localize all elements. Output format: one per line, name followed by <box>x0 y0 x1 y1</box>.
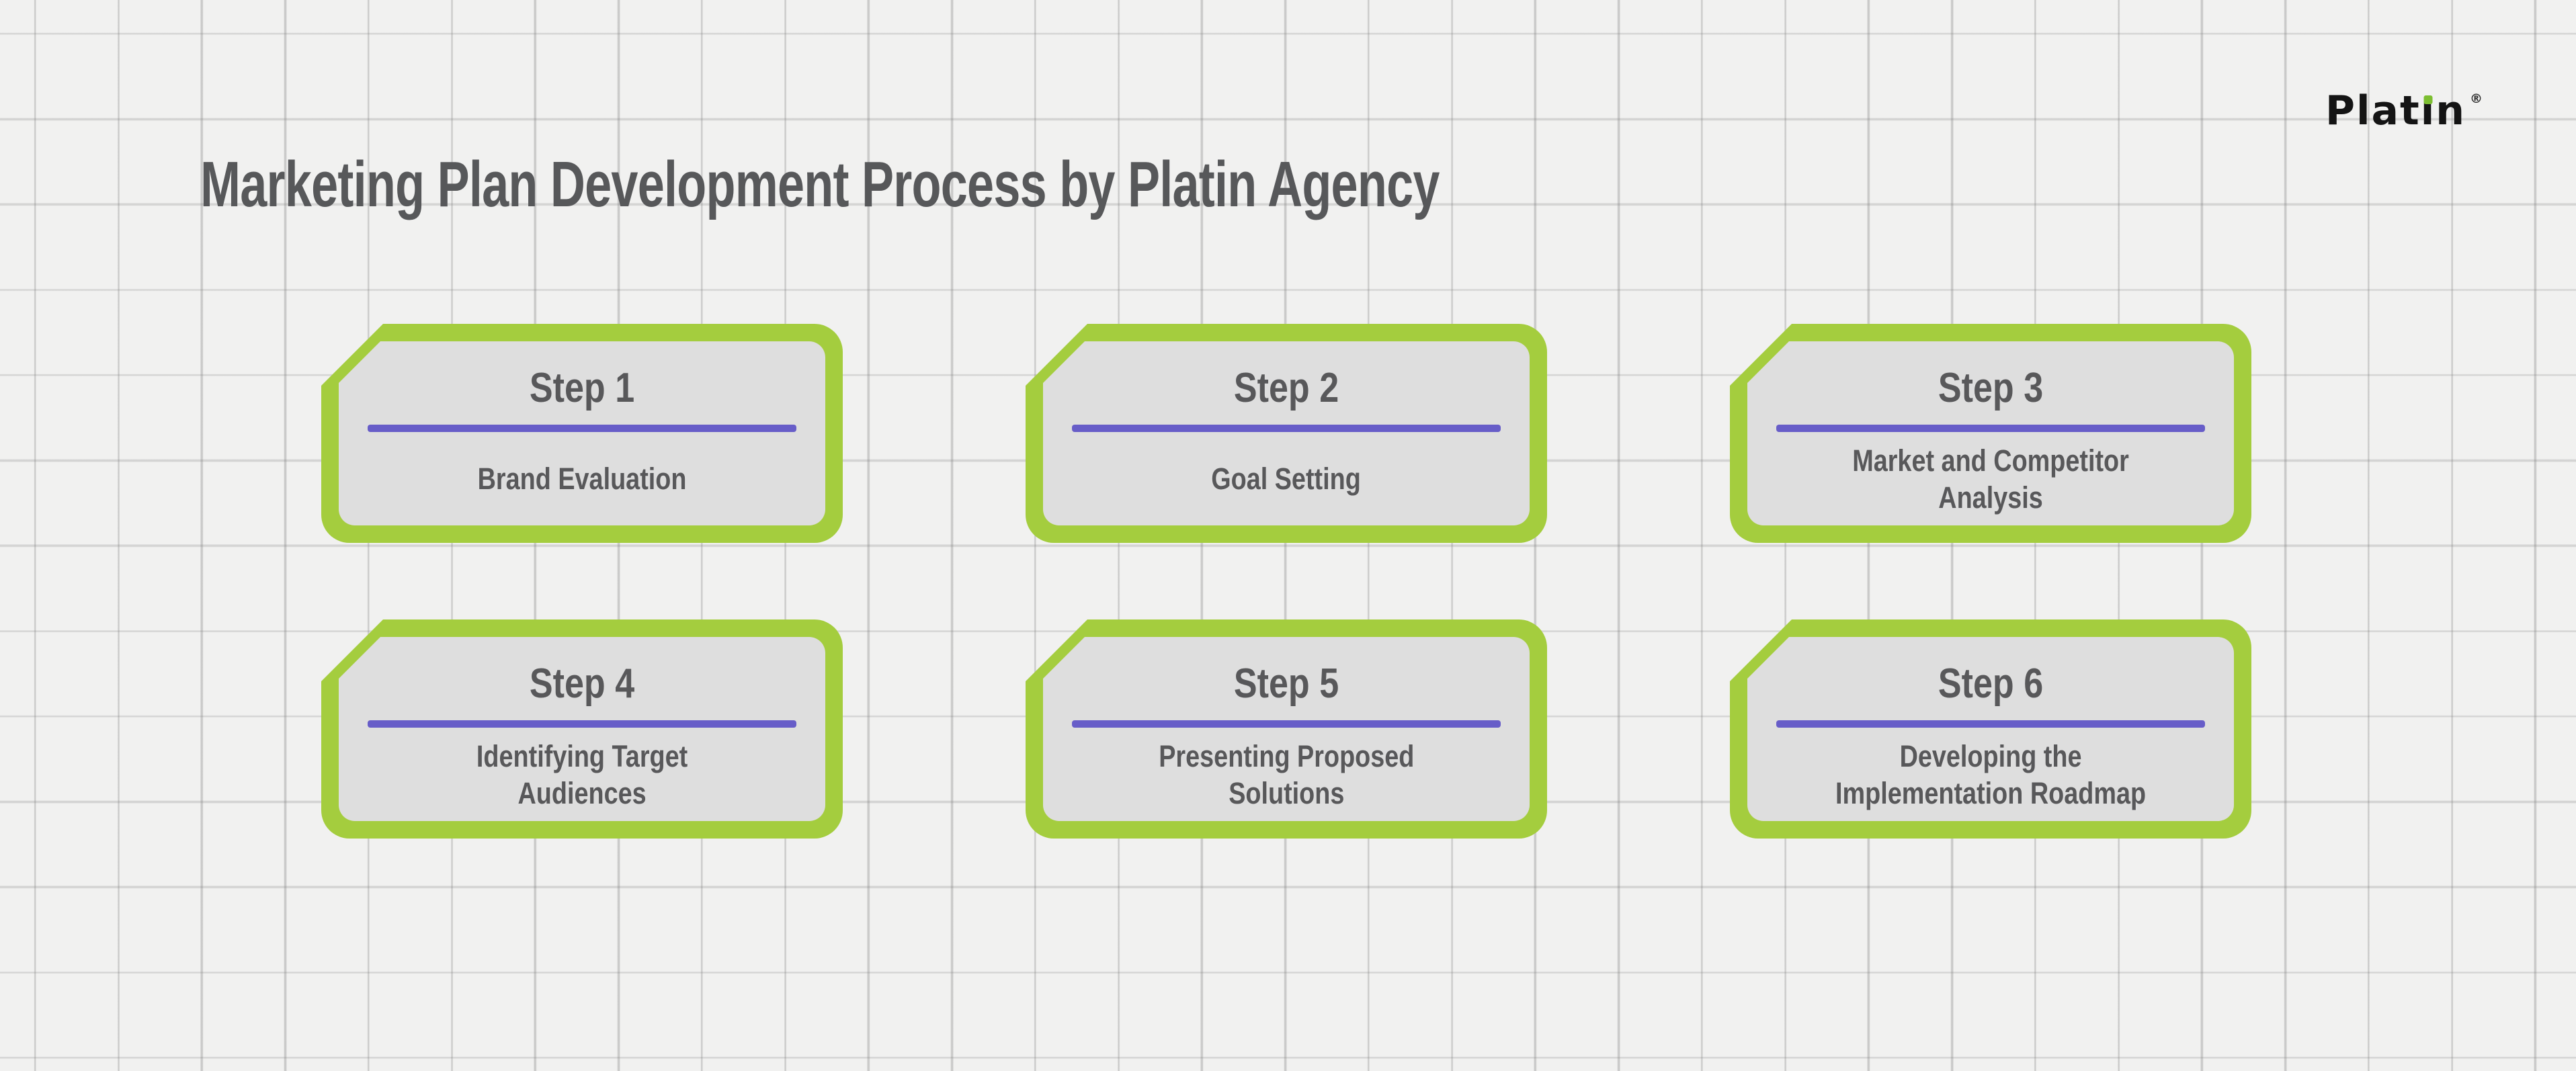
step-title: Developing the Implementation Roadmap <box>1835 738 2147 810</box>
step-divider <box>368 425 796 432</box>
step-card-2: Step 2 Goal Setting <box>1026 324 1547 543</box>
step-divider <box>1072 720 1501 728</box>
step-title: Market and Competitor Analysis <box>1852 443 2129 515</box>
step-card-6: Step 6 Developing the Implementation Roa… <box>1730 619 2251 839</box>
step-label: Step 5 <box>1233 660 1339 707</box>
step-label: Step 6 <box>1938 660 2044 707</box>
page-title-text: Marketing Plan Development Process by Pl… <box>200 148 1440 220</box>
step-card-2-panel: Step 2 Goal Setting <box>1043 341 1530 525</box>
page-title: Marketing Plan Development Process by Pl… <box>200 148 1852 222</box>
step-card-1-panel: Step 1 Brand Evaluation <box>339 341 825 525</box>
step-card-6-panel: Step 6 Developing the Implementation Roa… <box>1747 637 2234 821</box>
logo-i-dot-icon <box>2423 95 2433 104</box>
logo-text-pre: Plat <box>2325 87 2421 134</box>
step-card-4-panel: Step 4 Identifying Target Audiences <box>339 637 825 821</box>
step-divider <box>368 720 796 728</box>
step-divider <box>1072 425 1501 432</box>
step-label: Step 4 <box>529 660 635 707</box>
step-card-4: Step 4 Identifying Target Audiences <box>321 619 843 839</box>
step-title: Identifying Target Audiences <box>476 738 688 810</box>
logo-text-post: n <box>2436 87 2466 134</box>
step-divider <box>1776 425 2205 432</box>
step-divider <box>1776 720 2205 728</box>
step-card-3: Step 3 Market and Competitor Analysis <box>1730 324 2251 543</box>
registered-trademark-icon: ® <box>2470 91 2483 106</box>
step-card-5-panel: Step 5 Presenting Proposed Solutions <box>1043 637 1530 821</box>
logo-letter-i: ı <box>2420 87 2436 134</box>
steps-grid: Step 1 Brand Evaluation Step 2 Goal Sett… <box>321 324 2251 839</box>
step-card-5: Step 5 Presenting Proposed Solutions <box>1026 619 1547 839</box>
step-label: Step 2 <box>1233 365 1339 411</box>
step-card-3-panel: Step 3 Market and Competitor Analysis <box>1747 341 2234 525</box>
step-title: Goal Setting <box>1211 462 1362 496</box>
step-title: Brand Evaluation <box>477 462 687 496</box>
step-title: Presenting Proposed Solutions <box>1158 738 1415 810</box>
step-card-1: Step 1 Brand Evaluation <box>321 324 843 543</box>
step-label: Step 1 <box>529 365 635 411</box>
step-label: Step 3 <box>1938 365 2044 411</box>
